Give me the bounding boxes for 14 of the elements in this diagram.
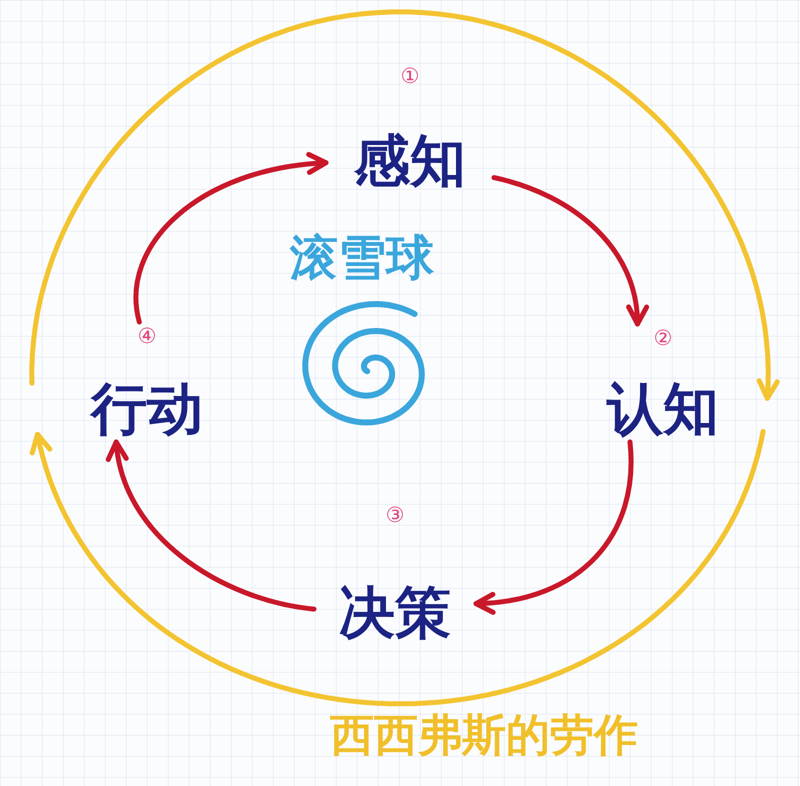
stage-label: 认知 bbox=[607, 382, 719, 438]
arrow bbox=[474, 440, 634, 614]
step-number: ④ bbox=[138, 326, 156, 347]
step-number: ② bbox=[654, 328, 672, 349]
step-number: ① bbox=[400, 66, 420, 87]
step-number: ③ bbox=[386, 505, 404, 526]
stage-label: 决策 bbox=[339, 586, 451, 642]
stage-label: 行动 bbox=[91, 382, 203, 438]
arrow bbox=[492, 175, 648, 326]
center-label: 滚雪球 bbox=[290, 234, 434, 282]
arrow bbox=[107, 440, 316, 612]
loop-label: 西西弗斯的劳作 bbox=[330, 714, 638, 758]
arrow bbox=[134, 152, 328, 324]
stage-label: 感知 bbox=[354, 134, 466, 190]
